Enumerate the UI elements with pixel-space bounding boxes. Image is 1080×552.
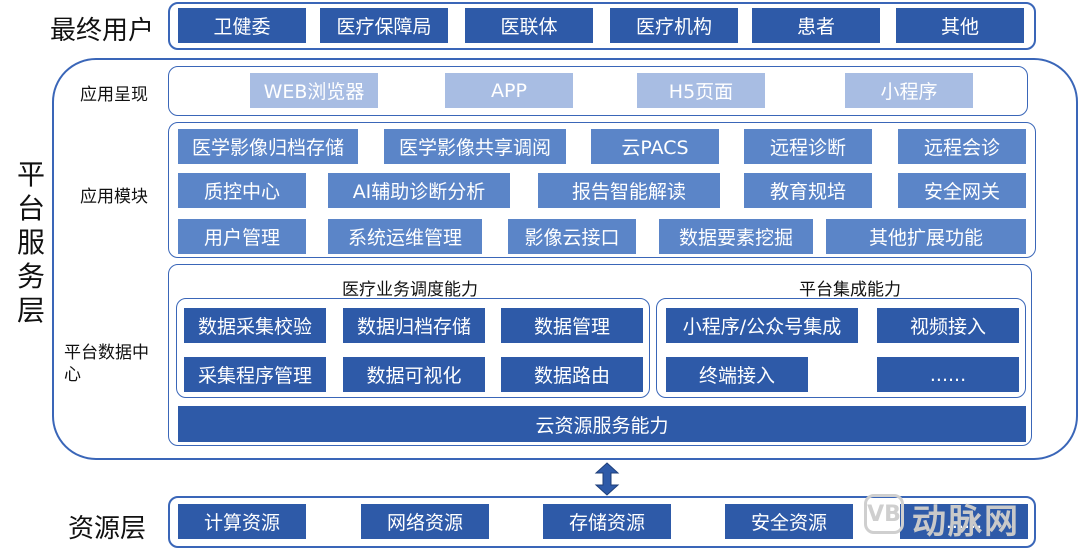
module-item: 医学影像归档存储 (178, 129, 358, 164)
cloud-resource-service-bar: 云资源服务能力 (178, 406, 1026, 442)
platform-label-char: 层 (16, 294, 45, 327)
app-presentation-label: 应用呈现 (80, 85, 148, 105)
data-center-label: 平台数据中心 (64, 342, 164, 386)
resource-item: 安全资源 (725, 504, 853, 539)
medical-scheduling-item: 数据归档存储 (343, 308, 485, 343)
medical-scheduling-item: 数据管理 (501, 308, 643, 343)
module-item: 报告智能解读 (538, 173, 720, 208)
module-item: 安全网关 (898, 173, 1026, 208)
module-item: 影像云接口 (508, 219, 636, 254)
watermark-logo-icon: VB (864, 494, 904, 534)
medical-scheduling-title: 医疗业务调度能力 (342, 280, 478, 300)
integration-title: 平台集成能力 (799, 280, 901, 300)
integration-item: ...... (877, 357, 1019, 392)
platform-frame (52, 58, 1078, 460)
app-presentation-item: APP (445, 73, 573, 108)
medical-scheduling-item: 数据路由 (501, 357, 643, 392)
module-item: 质控中心 (178, 173, 306, 208)
module-item: 医学影像共享调阅 (384, 129, 566, 164)
resource-item: 计算资源 (178, 504, 306, 539)
module-item: 用户管理 (178, 219, 306, 254)
resource-item: 网络资源 (361, 504, 489, 539)
end-user-label: 最终用户 (50, 16, 155, 46)
module-item: 其他扩展功能 (826, 219, 1026, 254)
platform-label-char: 平 (16, 158, 45, 191)
end-user-item: 医疗机构 (610, 8, 738, 43)
module-item: 云PACS (591, 129, 719, 164)
resource-layer-label: 资源层 (68, 514, 147, 544)
end-user-item: 其他 (896, 8, 1024, 43)
medical-scheduling-item: 数据可视化 (343, 357, 485, 392)
end-user-item: 卫健委 (178, 8, 306, 43)
end-user-frame (168, 2, 1036, 50)
module-item: 数据要素挖掘 (659, 219, 813, 254)
data-center-label-text: 平台数据中心 (64, 343, 149, 385)
watermark-text: 动脉网 (912, 502, 1020, 542)
medical-scheduling-item: 采集程序管理 (184, 357, 326, 392)
resource-item: ...... (900, 504, 1028, 539)
integration-item: 终端接入 (666, 357, 808, 392)
module-item: AI辅助诊断分析 (328, 173, 510, 208)
end-user-item: 医疗保障局 (320, 8, 448, 43)
app-presentation-item: WEB浏览器 (250, 73, 378, 108)
double-arrow-icon (594, 462, 620, 496)
integration-item: 视频接入 (877, 308, 1019, 343)
platform-label-char: 台 (16, 192, 45, 225)
end-user-item: 患者 (752, 8, 880, 43)
medical-scheduling-item: 数据采集校验 (184, 308, 326, 343)
app-presentation-item: H5页面 (637, 73, 765, 108)
module-item: 系统运维管理 (328, 219, 482, 254)
platform-label-char: 服 (16, 226, 45, 259)
resource-item: 存储资源 (543, 504, 671, 539)
app-presentation-item: 小程序 (845, 73, 973, 108)
app-modules-label: 应用模块 (80, 187, 148, 207)
module-item: 教育规培 (744, 173, 872, 208)
integration-item: 小程序/公众号集成 (666, 308, 858, 343)
module-item: 远程诊断 (744, 129, 872, 164)
platform-label-char: 务 (16, 260, 45, 293)
module-item: 远程会诊 (898, 129, 1026, 164)
end-user-item: 医联体 (465, 8, 593, 43)
